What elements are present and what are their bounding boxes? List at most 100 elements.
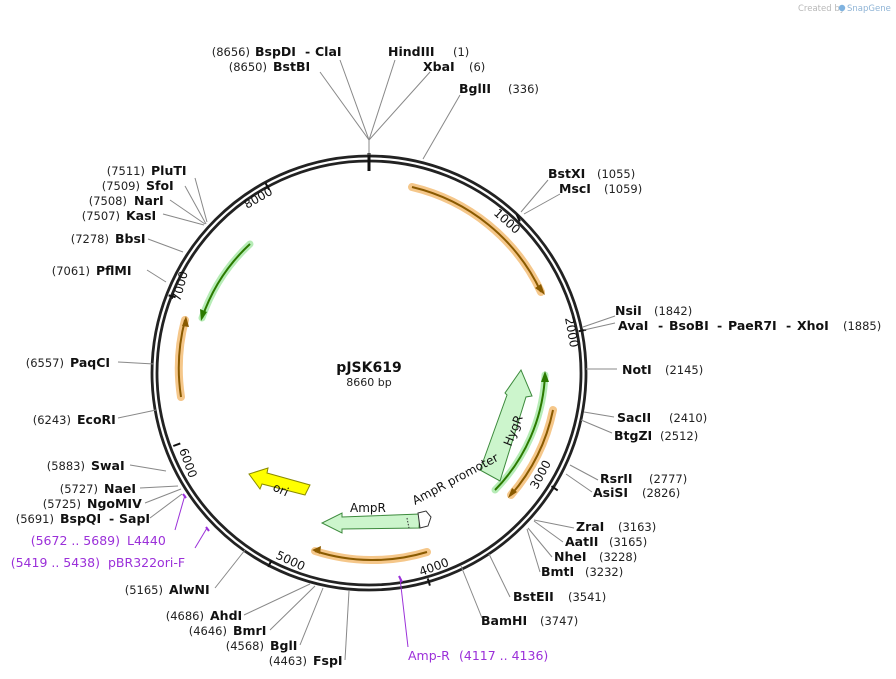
enzyme-site[interactable]: AvaI - BsoBI - PaeR7I - XhoI (1885): [618, 318, 881, 333]
primer-site[interactable]: Amp-R (4117 .. 4136): [408, 648, 548, 663]
enzyme-site[interactable]: (7507) KasI: [82, 208, 156, 223]
enzyme-site[interactable]: (6557) PaqCI: [26, 355, 110, 370]
enzyme-site[interactable]: (7511) PluTI: [107, 163, 187, 178]
enzyme-site[interactable]: BglII (336): [459, 81, 539, 96]
enzyme-site[interactable]: (4463) FspI: [269, 653, 343, 668]
enzyme-position: (5691): [16, 512, 54, 526]
primer-name: pBR322ori-F: [108, 555, 185, 570]
enzyme-site[interactable]: HindIII (1): [388, 44, 469, 59]
enzyme-site[interactable]: BmtI (3232): [541, 564, 623, 579]
enzyme-site[interactable]: (5727) NaeI: [60, 481, 136, 496]
enzyme-position: (3232): [585, 565, 623, 579]
enzyme-name: BtgZI: [614, 428, 652, 443]
enzyme-leaders: [117, 59, 617, 661]
enzyme-name: BbsI: [115, 231, 146, 246]
enzyme-labels: (8656) BspDI - ClaI (8650) BstBI HindIII…: [16, 44, 882, 668]
enzyme-site[interactable]: NsiI (1842): [615, 303, 692, 318]
snapgene-logo-icon: [838, 4, 846, 12]
enzyme-site[interactable]: BtgZI (2512): [614, 428, 698, 443]
enzyme-name: EcoRI: [77, 412, 116, 427]
feature-ampr-arrow: [320, 512, 421, 534]
enzyme-name: BglI: [270, 638, 297, 653]
enzyme-site[interactable]: (8656) BspDI - ClaI: [212, 44, 342, 59]
enzyme-position: (7061): [52, 264, 90, 278]
orf-arrowhead: [312, 546, 321, 554]
feature-ampr-label: AmpR: [350, 501, 386, 515]
enzyme-separator: -: [109, 511, 114, 526]
enzyme-position: (5165): [125, 583, 163, 597]
enzyme-name: SapI: [119, 511, 150, 526]
enzyme-site[interactable]: RsrII (2777): [600, 471, 687, 486]
enzyme-name: BstXI: [548, 166, 585, 181]
tick-label-7000: 7000: [169, 270, 190, 303]
enzyme-site[interactable]: (7509) SfoI: [102, 178, 174, 193]
enzyme-name: XbaI: [423, 59, 455, 74]
enzyme-name: BstBI: [273, 59, 310, 74]
enzyme-site[interactable]: BamHI (3747): [481, 613, 578, 628]
enzyme-site[interactable]: MscI (1059): [559, 181, 642, 196]
feature-hygr-arrow: [479, 368, 533, 482]
enzyme-site[interactable]: (4568) BglI: [226, 638, 298, 653]
enzyme-site[interactable]: (7278) BbsI: [71, 231, 146, 246]
tick-label-8000: 8000: [242, 184, 275, 211]
enzyme-site[interactable]: XbaI (6): [423, 59, 485, 74]
enzyme-name: KasI: [126, 208, 156, 223]
enzyme-name: FspI: [313, 653, 343, 668]
enzyme-position: (2410): [669, 411, 707, 425]
enzyme-site[interactable]: BstXI (1055): [548, 166, 635, 181]
orf-arrowhead: [182, 316, 189, 327]
enzyme-site[interactable]: ZraI (3163): [576, 519, 656, 534]
enzyme-separator: -: [305, 44, 310, 59]
enzyme-position: (2777): [649, 472, 687, 486]
tick-mark-6000: [172, 442, 181, 447]
primer-site[interactable]: (5419 .. 5438) pBR322ori-F: [11, 555, 185, 570]
feature-ampr-promoter-label: AmpR promoter: [410, 450, 501, 507]
enzyme-position: (3747): [540, 614, 578, 628]
primer-leaders: [174, 493, 409, 648]
enzyme-site[interactable]: (5165) AlwNI: [125, 582, 210, 597]
enzyme-name: XhoI: [797, 318, 829, 333]
enzyme-site[interactable]: (5691) BspQI - SapI: [16, 511, 150, 526]
enzyme-site[interactable]: NheI (3228): [554, 549, 637, 564]
feature-ori-arrow: [248, 467, 311, 496]
enzyme-site[interactable]: (4686) AhdI: [166, 608, 242, 623]
enzyme-position: (8656): [212, 45, 250, 59]
enzyme-name: NheI: [554, 549, 587, 564]
enzyme-name: AsiSI: [593, 485, 628, 500]
enzyme-separator: -: [786, 318, 791, 333]
primer-site[interactable]: (5672 .. 5689) L4440: [31, 533, 166, 548]
feature-ampr-promoter-arrow: [417, 510, 432, 529]
enzyme-site[interactable]: (8650) BstBI: [229, 59, 310, 74]
enzyme-name: SfoI: [146, 178, 174, 193]
enzyme-position: (3163): [618, 520, 656, 534]
enzyme-site[interactable]: AsiSI (2826): [593, 485, 680, 500]
enzyme-name: NotI: [622, 362, 652, 377]
enzyme-site[interactable]: (6243) EcoRI: [33, 412, 116, 427]
enzyme-name: BstEII: [513, 589, 554, 604]
enzyme-site[interactable]: (4646) BmrI: [189, 623, 267, 638]
enzyme-position: (7508): [89, 194, 127, 208]
tick-mark-4000: [426, 578, 431, 586]
enzyme-position: (4646): [189, 624, 227, 638]
enzyme-site[interactable]: (7508) NarI: [89, 193, 164, 208]
enzyme-position: (2145): [665, 363, 703, 377]
enzyme-position: (2826): [642, 486, 680, 500]
enzyme-site[interactable]: (5725) NgoMIV: [43, 496, 142, 511]
enzyme-position: (5883): [47, 459, 85, 473]
tick-label-6000: 6000: [176, 446, 200, 479]
enzyme-site[interactable]: BstEII (3541): [513, 589, 606, 604]
enzyme-site[interactable]: (7061) PflMI: [52, 263, 132, 278]
enzyme-site[interactable]: AatII (3165): [565, 534, 647, 549]
enzyme-separator: -: [717, 318, 722, 333]
enzyme-name: AvaI: [618, 318, 648, 333]
enzyme-name: PaqCI: [70, 355, 110, 370]
marker-arcs: [198, 240, 549, 494]
enzyme-position: (4463): [269, 654, 307, 668]
enzyme-site[interactable]: NotI (2145): [622, 362, 703, 377]
orf-arcs: [174, 183, 557, 565]
enzyme-name: BspQI: [60, 511, 101, 526]
enzyme-site[interactable]: SacII (2410): [617, 410, 707, 425]
enzyme-site[interactable]: (5883) SwaI: [47, 458, 125, 473]
enzyme-name: PluTI: [151, 163, 187, 178]
primer-position: (5672 .. 5689): [31, 533, 120, 548]
